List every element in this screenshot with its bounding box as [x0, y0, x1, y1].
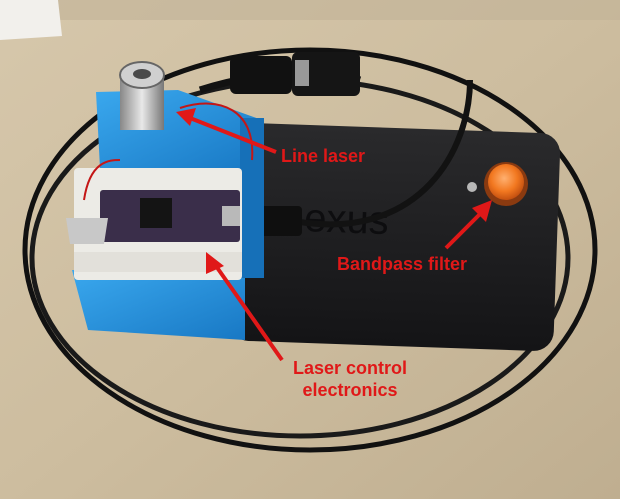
mount-lower: [72, 270, 245, 340]
annotation-line-laser: Line laser: [281, 146, 366, 166]
controller-usb-port: [222, 206, 240, 226]
arrowhead-laser-control: [206, 252, 224, 274]
arrow-line-laser: [189, 116, 277, 154]
arrowhead-line-laser: [176, 108, 196, 126]
annotation-laser-control-line2: electronics: [302, 380, 398, 400]
annotation-laser-control-electronics: Laser control electronics: [293, 357, 407, 401]
usb-connector-a: [230, 56, 292, 94]
laser-aperture: [133, 69, 151, 79]
arrow-laser-control: [214, 264, 284, 362]
camera-flash: [467, 182, 477, 192]
controller-board: [100, 190, 240, 242]
regulator-tab: [66, 218, 108, 244]
micro-usb-cable: [299, 79, 473, 228]
annotation-bandpass-filter: Bandpass filter: [337, 254, 468, 274]
bandpass-filter-glass: [488, 164, 524, 200]
arrowhead-bandpass: [472, 200, 492, 222]
phone: nexus: [228, 123, 561, 351]
breadboard-rail: [74, 252, 242, 272]
red-wire-2: [83, 159, 121, 201]
annotation-arrows: [176, 108, 492, 362]
cable-outer: [22, 47, 598, 453]
arrow-bandpass: [444, 210, 484, 250]
table-edge: [0, 0, 620, 20]
phone-body: [228, 123, 561, 351]
line-laser-module: [119, 61, 165, 130]
annotation-laser-control-line1: Laser control: [293, 358, 408, 378]
paper-corner: [0, 0, 62, 40]
red-wire: [179, 102, 254, 161]
usb-metal-tip: [295, 60, 309, 86]
controller-chip: [140, 198, 172, 228]
